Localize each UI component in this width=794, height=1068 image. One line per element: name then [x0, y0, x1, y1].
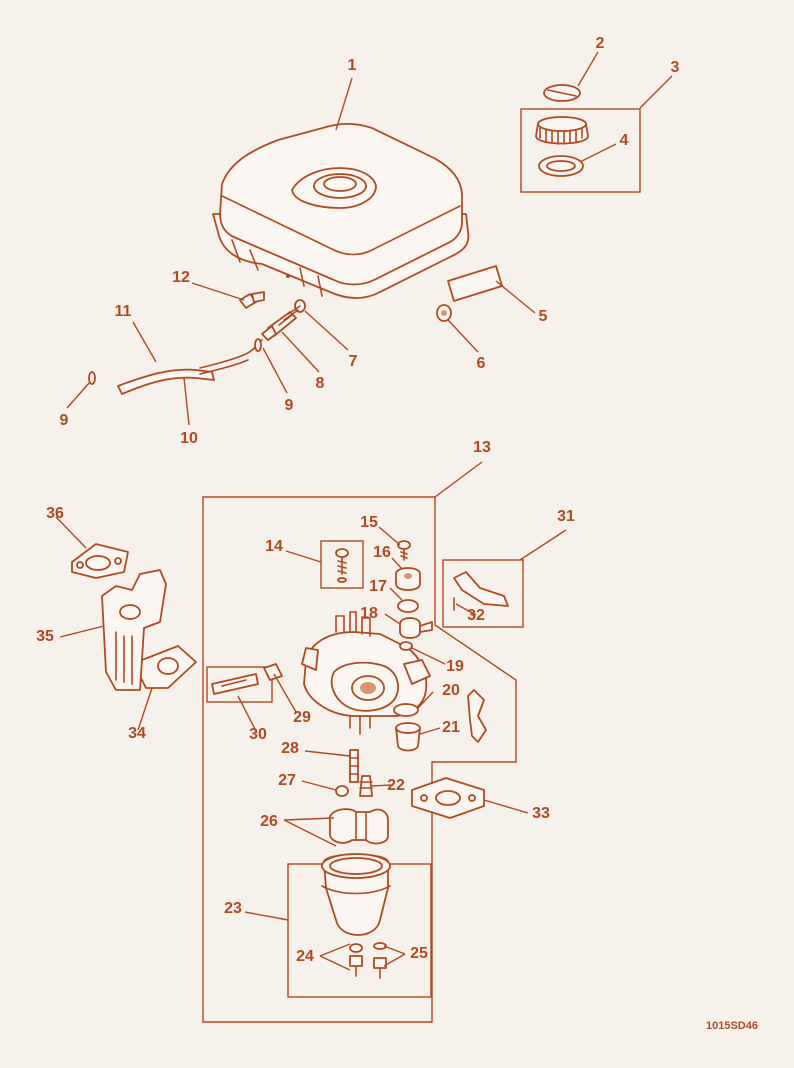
- fuel-valve: [261, 305, 301, 341]
- tank-bolt: [239, 291, 265, 309]
- callout-32: 32: [467, 607, 485, 624]
- callout-numbers: 1 2 3 4 5 6 7 8 9 9 10 11 12 13 14 15 16…: [36, 35, 679, 965]
- callout-22: 22: [387, 777, 405, 794]
- callout-23: 23: [224, 900, 242, 917]
- callout-14: 14: [265, 538, 283, 555]
- callout-17: 17: [369, 578, 387, 595]
- air-cleaner-bracket: [101, 569, 167, 691]
- callout-20: 20: [442, 682, 460, 699]
- warning-label: [447, 265, 503, 302]
- callout-1: 1: [348, 57, 357, 74]
- spacer-gasket: [137, 645, 197, 689]
- screw-group-box: [320, 540, 364, 589]
- drain-bolts: [349, 942, 387, 979]
- callout-35: 35: [36, 628, 54, 645]
- plug: [263, 663, 283, 681]
- callout-11: 11: [115, 303, 132, 320]
- main-nozzle: [349, 749, 359, 783]
- callout-15: 15: [360, 514, 378, 531]
- callout-12: 12: [172, 269, 190, 286]
- label-group-box: [206, 666, 273, 703]
- callout-16: 16: [373, 544, 391, 561]
- idle-screw: [335, 548, 349, 583]
- callout-13: 13: [473, 439, 491, 456]
- callout-27: 27: [278, 772, 296, 789]
- filter-cup: [395, 689, 487, 752]
- group-boxes: [202, 108, 641, 1023]
- callout-29: 29: [293, 709, 311, 726]
- callout-8: 8: [316, 375, 325, 392]
- bowl-gasket: [393, 703, 419, 717]
- leader-lines: [55, 51, 673, 971]
- fuel-cap: [535, 84, 589, 177]
- choke-group-box: [442, 559, 524, 628]
- callout-28: 28: [281, 740, 299, 757]
- callout-18: 18: [360, 605, 378, 622]
- callout-4: 4: [620, 132, 629, 149]
- callout-10: 10: [180, 430, 198, 447]
- small-washer: [335, 785, 349, 797]
- callout-7: 7: [349, 353, 358, 370]
- fuel-cap-group-box: [520, 108, 641, 193]
- air-cleaner-gasket: [71, 543, 129, 579]
- carburetor-group-box: [202, 496, 517, 1023]
- callout-2: 2: [596, 35, 605, 52]
- choke-lever: [453, 571, 509, 611]
- fuel-line: [88, 338, 263, 395]
- drawing-code: 1015SD46: [706, 1020, 758, 1032]
- callout-34: 34: [128, 725, 146, 742]
- callout-19: 19: [446, 658, 464, 675]
- diaphragm-cover: [395, 567, 421, 591]
- callout-30: 30: [249, 726, 267, 743]
- callout-9: 9: [285, 397, 294, 414]
- callout-31: 31: [557, 508, 575, 525]
- callout-9-left: 9: [60, 412, 69, 429]
- float: [329, 808, 389, 845]
- o-ring: [399, 641, 413, 651]
- float-bowl: [321, 853, 391, 936]
- insulator-gasket: [411, 777, 485, 819]
- callout-6: 6: [477, 355, 486, 372]
- callout-26: 26: [260, 813, 278, 830]
- callout-24: 24: [296, 948, 314, 965]
- callout-21: 21: [442, 719, 460, 736]
- carb-label: [211, 673, 259, 695]
- diaphragm: [399, 617, 433, 639]
- callout-36: 36: [46, 505, 64, 522]
- fuel-tank: [212, 122, 470, 299]
- callout-5: 5: [539, 308, 548, 325]
- carburetor: [301, 611, 431, 735]
- callout-3: 3: [671, 59, 680, 76]
- screw: [397, 540, 411, 561]
- tank-bushing: [436, 304, 452, 322]
- callout-25: 25: [410, 945, 428, 962]
- gasket-ring: [397, 599, 419, 613]
- jet: [359, 775, 373, 797]
- callout-33: 33: [532, 805, 550, 822]
